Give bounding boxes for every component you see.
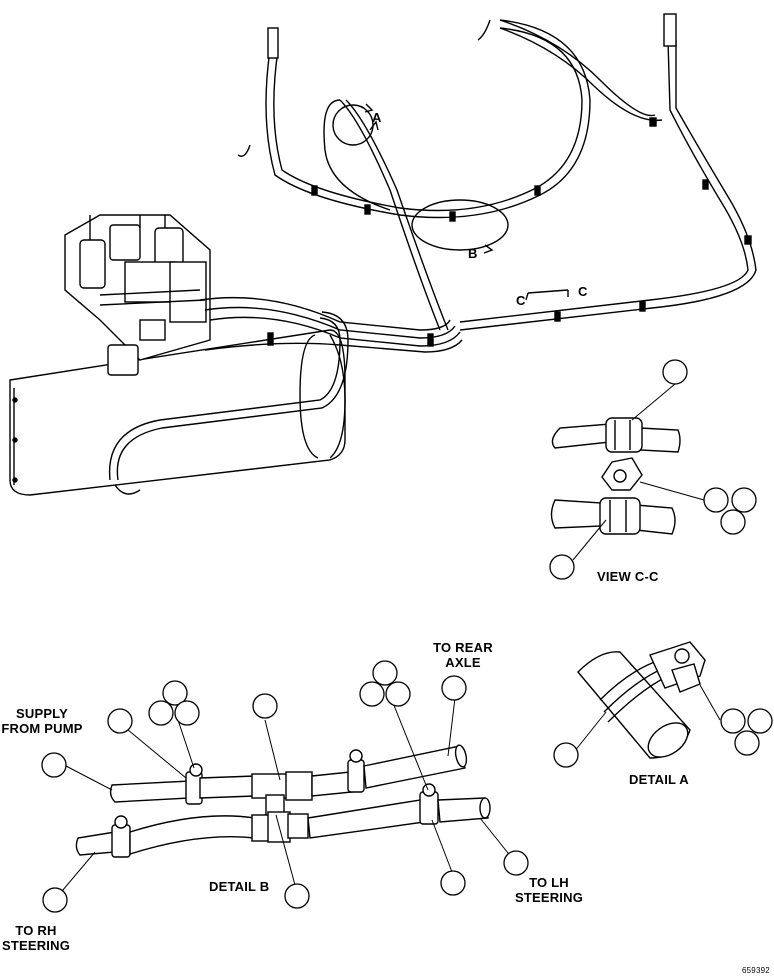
to-rear-axle-line2: AXLE [445,655,481,670]
to-lh-line1: TO LH [529,875,569,890]
to-lh-steering-label: TO LH STEERING [512,875,586,905]
main-assembly [9,13,757,496]
detail-b-callouts [41,660,529,913]
detail-a-title: DETAIL A [629,772,689,787]
supply-line2: FROM PUMP [1,721,83,736]
detail-a-callouts [553,708,773,768]
to-rh-line2: STEERING [1,938,71,953]
view-cc-callouts [549,359,757,580]
to-rh-steering-label: TO RH STEERING [0,923,72,953]
to-lh-line2: STEERING [514,890,584,905]
view-cc-illustration [550,383,705,561]
section-c-right-marker: C [578,284,588,299]
detail-b-marker: B [468,246,478,261]
detail-a-marker: A [372,110,382,125]
hydraulic-tank [9,329,346,496]
supply-from-pump-label: SUPPLY FROM PUMP [0,706,84,736]
detail-a-illustration [573,641,721,759]
section-c-left-marker: C [516,293,526,308]
to-rear-axle-line1: TO REAR [433,640,493,655]
to-rh-line1: TO RH [15,923,57,938]
line-clamps [267,117,752,347]
figure-id: 659392 [742,966,770,975]
view-cc-title: VIEW C-C [597,569,659,584]
detail-b-illustration [56,697,513,898]
valve-assembly [64,214,211,376]
supply-line1: SUPPLY [15,706,69,721]
detail-b-title: DETAIL B [209,879,270,894]
to-rear-axle-label: TO REAR AXLE [428,640,498,670]
